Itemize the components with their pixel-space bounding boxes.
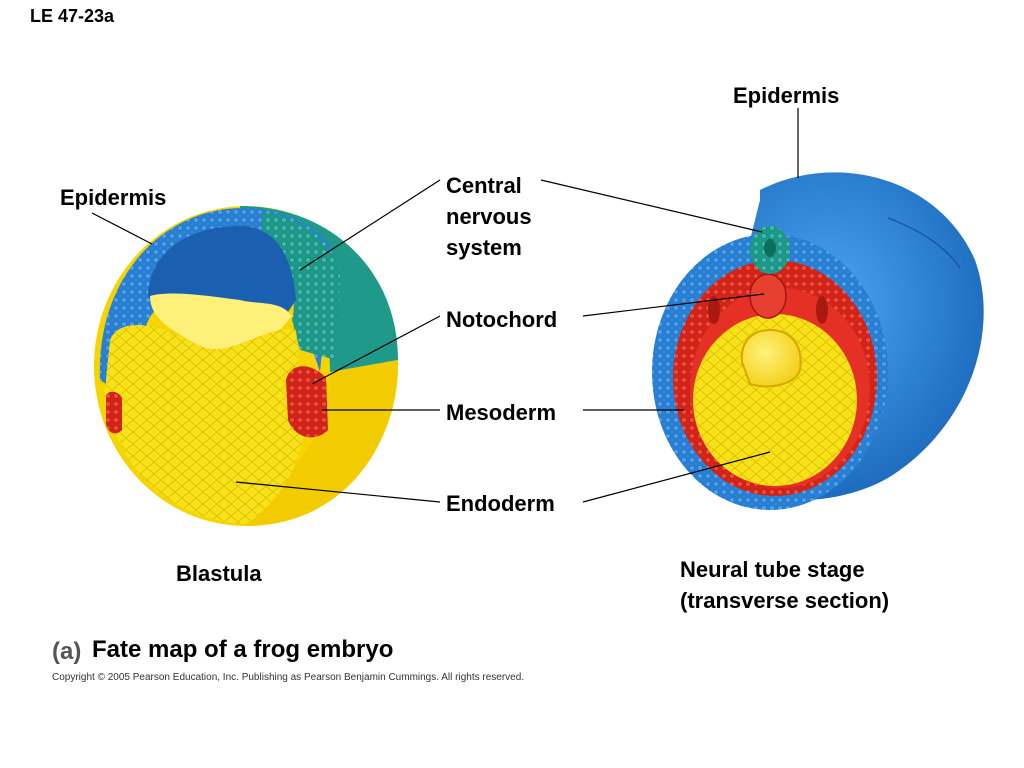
archenteron-cavity [740,328,802,388]
stage-title-neural-line-1: Neural tube stage [680,557,865,582]
neural-tube-lumen [764,239,776,257]
neural-tube-surface-contour [887,217,961,269]
leader-endoderm-right [582,451,771,503]
leader-epidermis-left [91,212,153,245]
blastocoel-floor [150,293,292,350]
stage-title-neural-tube: Neural tube stage (transverse section) [680,554,889,616]
figure-id: LE 47-23a [30,6,115,26]
caption-letter: (a) [52,638,82,665]
somite-right [816,296,828,324]
stage-title-neural-line-2: (transverse section) [680,588,890,613]
copyright-notice: Copyright © 2005 Pearson Education, Inc.… [52,672,525,683]
label-cns-line-1: Central [446,173,522,198]
neural-tube-endoderm [693,314,857,486]
leader-cns-right [540,179,763,233]
label-central-nervous-system: Central nervous system [446,170,532,263]
blastula-embryo [94,206,398,526]
leader-endoderm-left [235,481,441,503]
blastula-mesoderm-left [106,391,122,434]
neural-tube-embryo [652,172,984,510]
blastula-endoderm-cells [104,324,306,524]
leader-lines [91,108,799,503]
blastula-mesoderm-right [286,366,328,438]
leader-notochord-left [311,315,441,385]
leader-notochord-right [582,293,765,317]
label-endoderm: Endoderm [446,491,555,516]
label-epidermis-right: Epidermis [733,83,840,108]
label-cns-line-2: nervous [446,204,532,229]
label-cns-line-3: system [446,235,522,260]
somite-left [708,296,720,324]
caption-text: Fate map of a frog embryo [92,636,394,663]
leader-cns-left [299,179,441,271]
notochord-shape [749,273,787,319]
stage-title-blastula: Blastula [176,561,262,586]
label-epidermis-left: Epidermis [60,185,167,210]
label-mesoderm: Mesoderm [446,400,557,425]
label-notochord: Notochord [446,307,558,332]
